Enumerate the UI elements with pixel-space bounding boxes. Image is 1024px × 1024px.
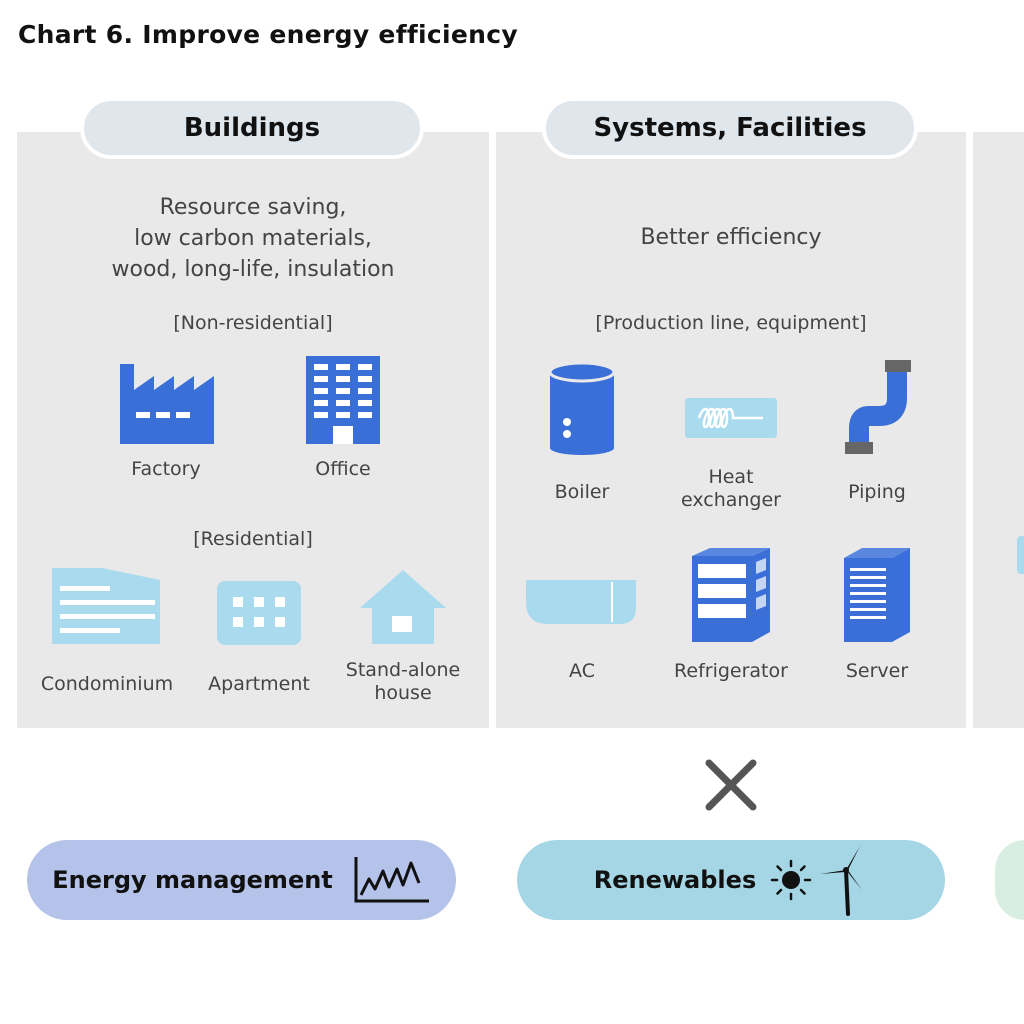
boiler-label: Boiler: [554, 481, 610, 503]
factory-label: Factory: [131, 458, 201, 480]
energy-management-pill: Energy management: [27, 840, 456, 920]
heat-exchanger-label-line: Heat: [708, 466, 754, 488]
apartment-label: Apartment: [208, 673, 310, 695]
condominium-icon: [52, 568, 160, 644]
server-label: Server: [845, 660, 909, 682]
buildings-description-line: wood, long-life, insulation: [111, 257, 395, 282]
piping-icon: [845, 360, 911, 454]
heat-exchanger-label-line: exchanger: [680, 489, 781, 511]
boiler-icon: [548, 361, 616, 455]
server-icon: [844, 548, 910, 642]
nonresidential-label: [Non-residential]: [173, 312, 333, 334]
chart-title: Chart 6. Improve energy efficiency: [18, 20, 518, 49]
house-label: Stand-alone house: [330, 659, 476, 705]
third-panel-edge: [973, 132, 1024, 728]
refrigerator-label: Refrigerator: [674, 660, 788, 682]
systems-description: Better efficiency: [640, 225, 822, 250]
buildings-description-line: low carbon materials,: [134, 226, 372, 251]
heat-exchanger-icon: [685, 398, 777, 438]
condominium-label: Condominium: [40, 673, 174, 695]
chart-line-icon: [354, 857, 429, 903]
refrigerator-icon: [692, 548, 770, 642]
third-pill-edge: [995, 840, 1024, 920]
wind-turbine-icon: [820, 846, 863, 916]
production-label: [Production line, equipment]: [595, 312, 867, 334]
piping-label: Piping: [848, 481, 906, 503]
partial-icon: [1017, 536, 1024, 574]
house-icon: [360, 570, 446, 644]
ac-icon: [526, 580, 636, 624]
apartment-icon: [217, 581, 301, 645]
multiply-icon: [705, 759, 757, 811]
buildings-description-line: Resource saving,: [159, 195, 347, 220]
residential-label: [Residential]: [193, 528, 313, 550]
heat-exchanger-label: Heat exchanger: [656, 466, 806, 512]
house-label-line: Stand-alone: [345, 659, 461, 681]
office-label: Office: [315, 458, 371, 480]
renewables-pill: Renewables: [517, 840, 945, 920]
buildings-description: Resource saving, low carbon materials, w…: [17, 192, 489, 285]
renewables-label: Renewables: [593, 866, 757, 894]
house-label-line: house: [374, 682, 432, 704]
energy-management-label: Energy management: [52, 866, 333, 894]
sun-icon: [770, 859, 812, 901]
buildings-heading: Buildings: [80, 97, 424, 159]
office-icon: [306, 356, 380, 444]
systems-heading: Systems, Facilities: [542, 97, 918, 159]
ac-label: AC: [569, 660, 595, 682]
factory-icon: [120, 364, 214, 444]
